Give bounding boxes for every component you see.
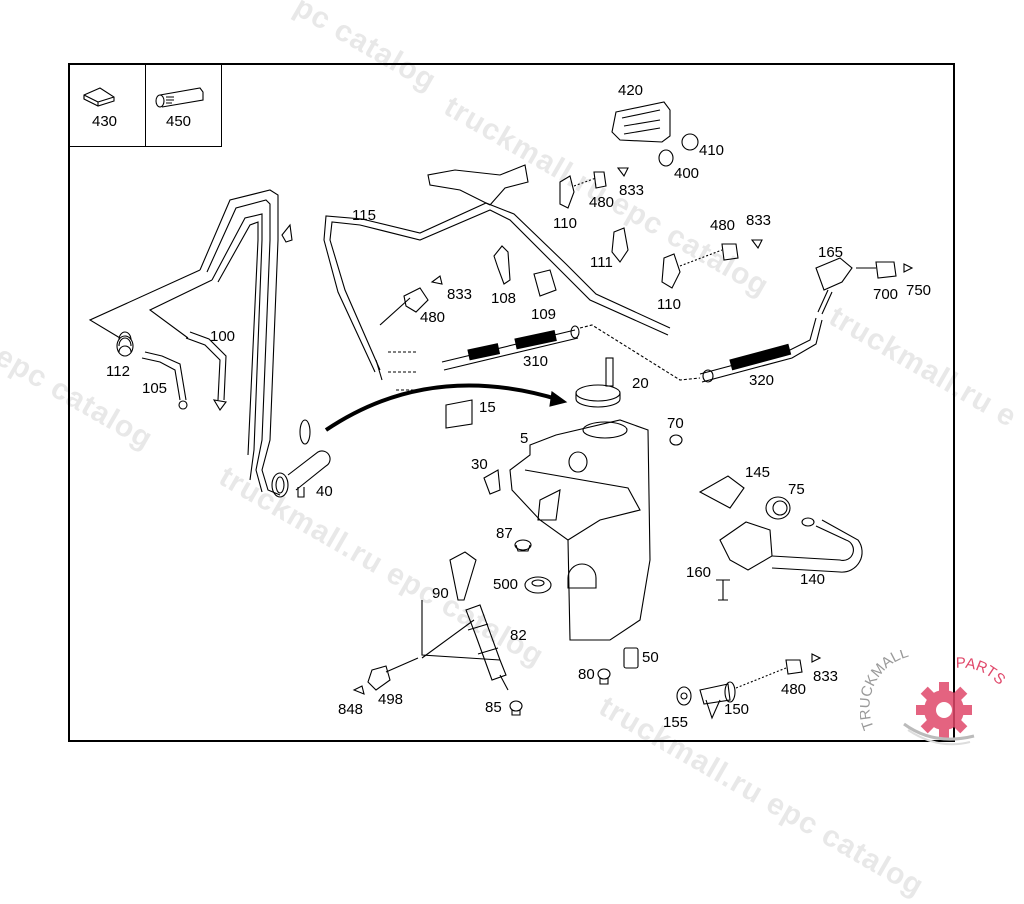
callout-112[interactable]: 112 (106, 363, 130, 380)
callout-480[interactable]: 480 (710, 217, 736, 234)
callout-70[interactable]: 70 (667, 415, 684, 432)
inset-label-450[interactable]: 450 (166, 113, 192, 130)
callout-110[interactable]: 110 (657, 296, 681, 313)
callout-150[interactable]: 150 (724, 701, 750, 718)
callout-111[interactable]: 111 (590, 254, 613, 271)
callout-165[interactable]: 165 (818, 244, 844, 261)
gear-logo-icon: TRUCKMALL PARTS (856, 644, 1009, 746)
callout-420[interactable]: 420 (618, 82, 644, 99)
diagram-artwork (83, 87, 914, 716)
brand-name-left: TRUCKMALL (860, 650, 911, 732)
inset-box-450[interactable] (145, 63, 222, 147)
diagram-artwork-lower (676, 653, 822, 720)
callout-833[interactable]: 833 (746, 212, 772, 229)
brand-logo: TRUCKMALL PARTS (856, 644, 1024, 750)
callout-700[interactable]: 700 (873, 286, 899, 303)
inset-label-430[interactable]: 430 (92, 113, 118, 130)
callout-90[interactable]: 90 (432, 585, 449, 602)
callout-833[interactable]: 833 (813, 668, 839, 685)
callout-480[interactable]: 480 (420, 309, 446, 326)
callout-109[interactable]: 109 (531, 306, 557, 323)
callout-85[interactable]: 85 (485, 699, 502, 716)
callout-5[interactable]: 5 (520, 430, 529, 447)
callout-480[interactable]: 480 (781, 681, 807, 698)
brand-name-right: PARTS (956, 655, 1009, 689)
callout-15[interactable]: 15 (479, 399, 496, 416)
callout-160[interactable]: 160 (686, 564, 712, 581)
callout-410[interactable]: 410 (699, 142, 725, 159)
callout-100[interactable]: 100 (210, 328, 236, 345)
callout-400[interactable]: 400 (674, 165, 700, 182)
diagram-frame (68, 63, 955, 742)
tube-icon (155, 87, 204, 108)
callout-480[interactable]: 480 (589, 194, 615, 211)
callout-498[interactable]: 498 (378, 691, 404, 708)
callout-320[interactable]: 320 (749, 372, 775, 389)
callout-40[interactable]: 40 (316, 483, 333, 500)
callout-833[interactable]: 833 (447, 286, 473, 303)
inset-box-430[interactable] (68, 63, 146, 147)
callout-87[interactable]: 87 (496, 525, 513, 542)
callout-110[interactable]: 110 (553, 215, 577, 232)
callout-50[interactable]: 50 (642, 649, 659, 666)
callout-310[interactable]: 310 (523, 353, 549, 370)
callout-80[interactable]: 80 (578, 666, 595, 683)
callout-20[interactable]: 20 (632, 375, 649, 392)
callout-833[interactable]: 833 (619, 182, 645, 199)
callout-75[interactable]: 75 (788, 481, 805, 498)
callout-108[interactable]: 108 (491, 290, 517, 307)
callout-155[interactable]: 155 (663, 714, 689, 731)
callout-848[interactable]: 848 (338, 701, 364, 718)
callout-115[interactable]: 115 (352, 207, 376, 224)
callout-500[interactable]: 500 (493, 576, 519, 593)
callout-145[interactable]: 145 (745, 464, 771, 481)
callout-140[interactable]: 140 (800, 571, 826, 588)
pad-icon (83, 87, 115, 107)
callout-82[interactable]: 82 (510, 627, 527, 644)
callout-105[interactable]: 105 (142, 380, 168, 397)
callout-30[interactable]: 30 (471, 456, 488, 473)
callout-750[interactable]: 750 (906, 282, 932, 299)
